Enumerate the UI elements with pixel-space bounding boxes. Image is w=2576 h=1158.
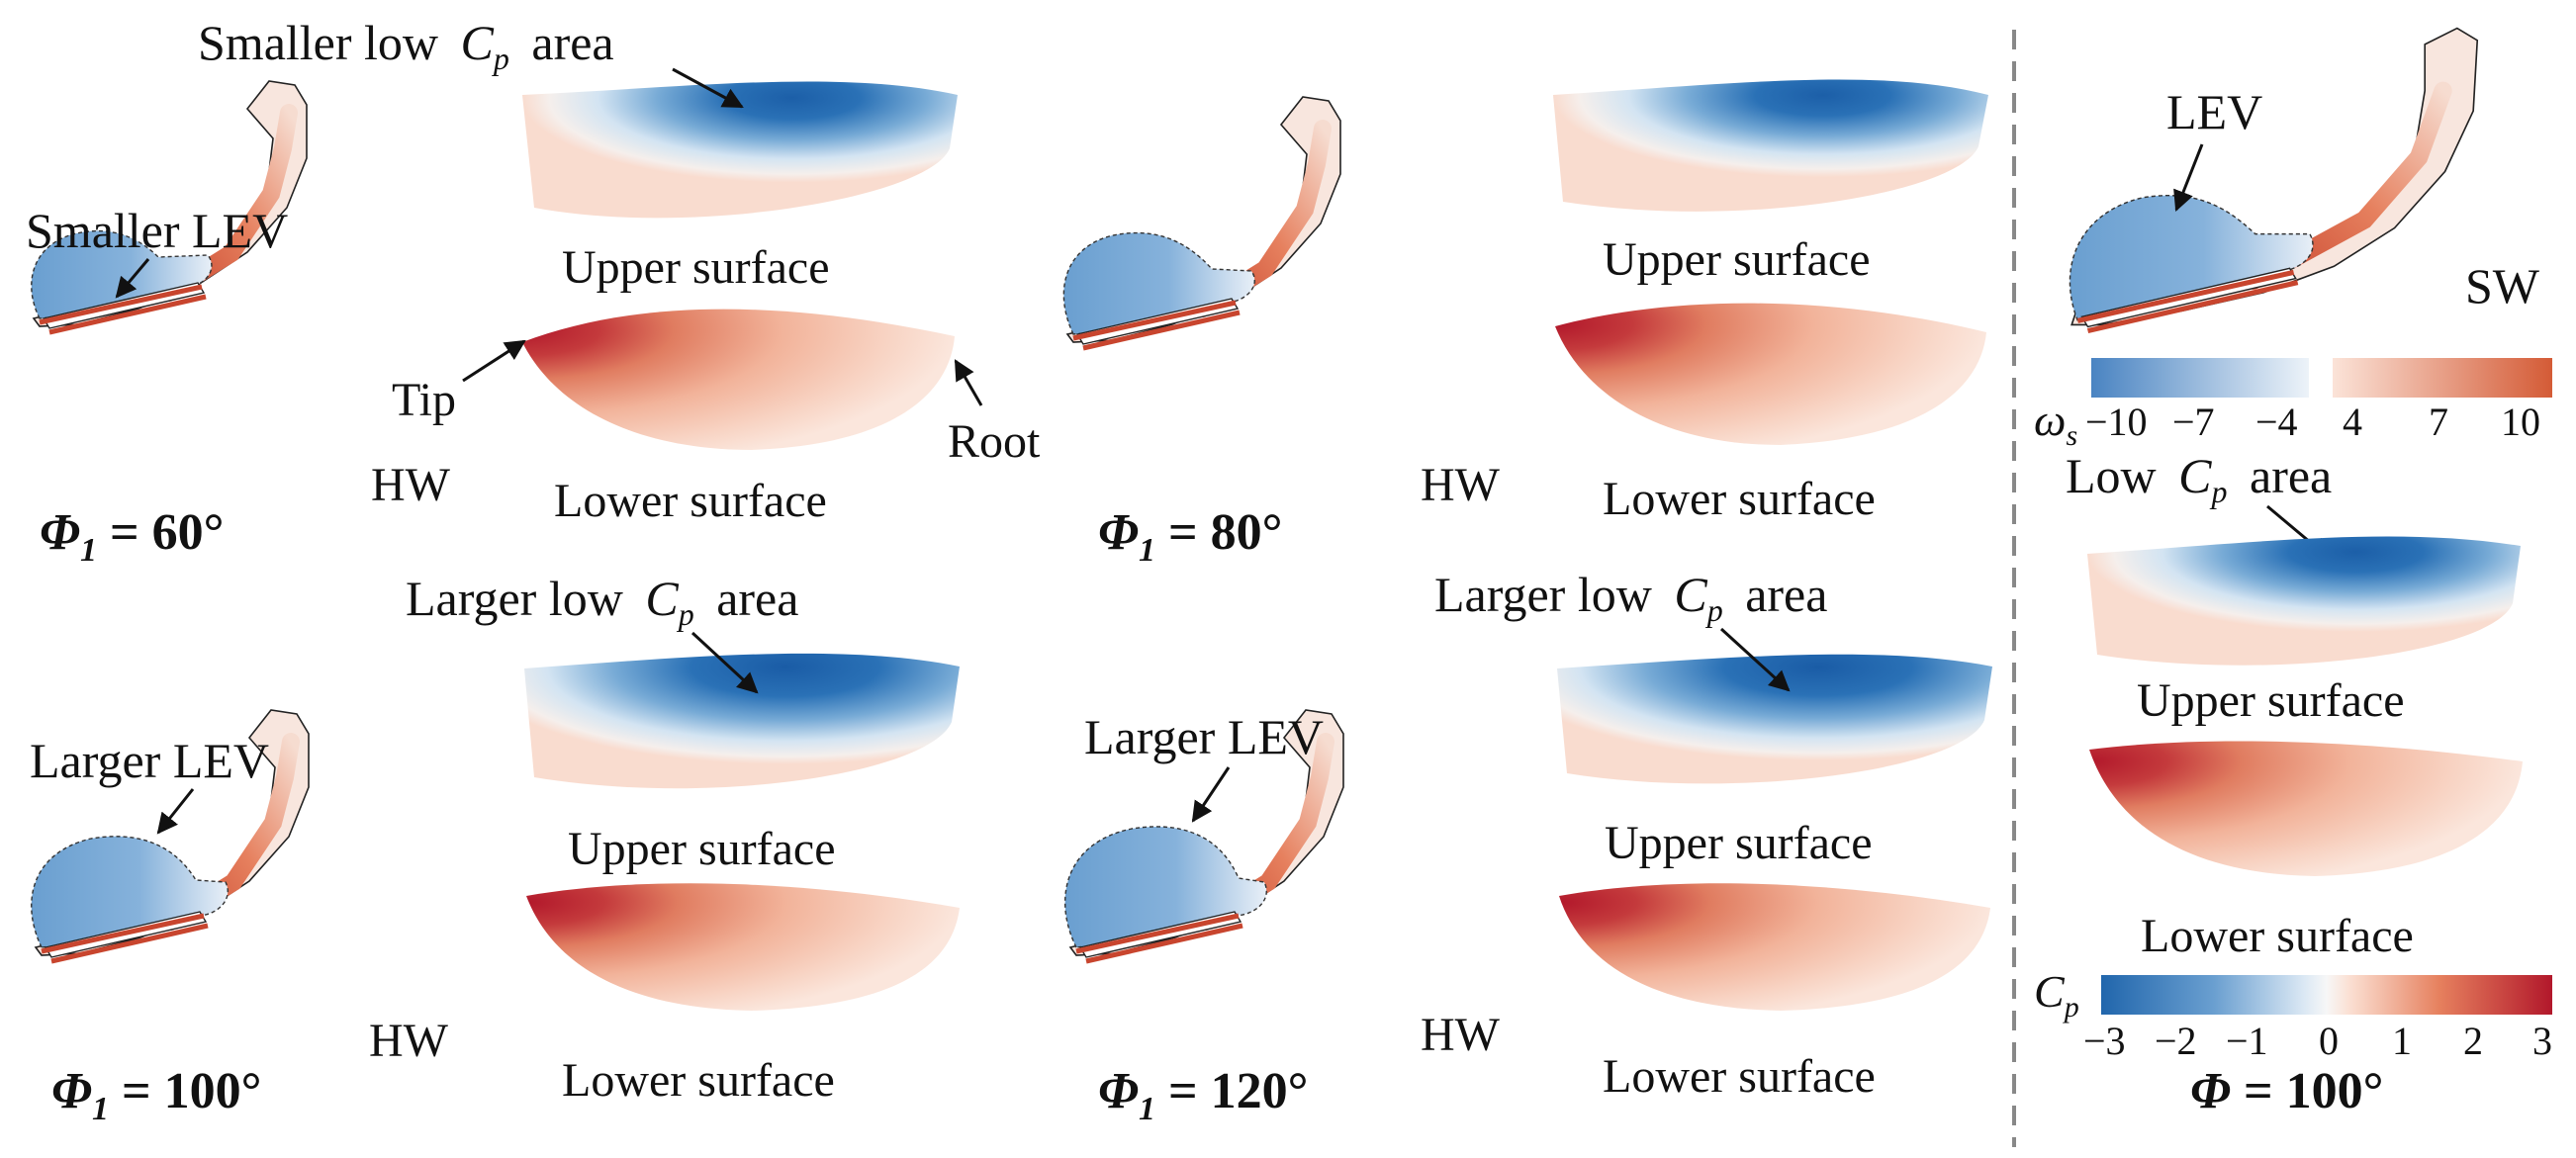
cp-bar xyxy=(2101,975,2552,1015)
vorticity-tick: 7 xyxy=(2429,400,2448,444)
upper-surface-label: Upper surface xyxy=(2137,674,2405,727)
panel-phi120: Larger low Cp area Larger LEV Upper surf… xyxy=(1064,567,1992,1127)
upper-surface-map xyxy=(522,81,958,219)
panel-phi80: Upper surface Lower surface HW Φ1 = 80° xyxy=(1062,79,1988,569)
sw-label: SW xyxy=(2465,258,2540,313)
vorticity-tick: 4 xyxy=(2343,400,2362,444)
cp-colorbar: Cp −3 −2 −1 0 1 2 3 xyxy=(2034,966,2552,1063)
callout-low-cp: Smaller low Cp area xyxy=(198,15,614,80)
callout-lev: Larger LEV xyxy=(1084,709,1324,764)
hw-label: HW xyxy=(371,459,451,511)
cp-tick: 1 xyxy=(2392,1019,2412,1063)
root-label: Root xyxy=(948,415,1041,468)
tip-label: Tip xyxy=(392,374,456,426)
upper-surface-map xyxy=(1553,79,1988,212)
vorticity-bar-negative xyxy=(2091,358,2309,398)
vorticity-tick: −4 xyxy=(2255,400,2298,444)
phi-label: Φ1 = 60° xyxy=(40,504,224,569)
hw-label: HW xyxy=(369,1015,449,1067)
panel-phi100: Larger low Cp area Larger LEV Upper surf… xyxy=(30,571,960,1127)
vorticity-symbol: ωs xyxy=(2034,395,2077,452)
panel-sw: LEV SW ωs −10 −7 −4 4 7 10 Low Cp area U… xyxy=(2034,27,2552,1119)
lower-surface-label: Lower surface xyxy=(1603,473,1876,525)
vorticity-colorbar: ωs −10 −7 −4 4 7 10 xyxy=(2034,358,2552,452)
arrow-callout-lev xyxy=(1191,766,1231,823)
phi-label: Φ1 = 80° xyxy=(1098,504,1282,569)
panel-phi60: Smaller low Cp area Smaller LEV Upper su… xyxy=(26,15,1041,569)
callout-lev: Smaller LEV xyxy=(26,203,288,258)
lower-surface-map xyxy=(2089,741,2523,876)
callout-low-cp: Larger low Cp area xyxy=(406,571,798,636)
upper-surface-label: Upper surface xyxy=(568,823,836,875)
phi-label: Φ1 = 120° xyxy=(1098,1063,1308,1127)
lower-surface-label: Lower surface xyxy=(554,475,827,527)
cp-tick: −2 xyxy=(2155,1019,2197,1063)
arrow-callout-lev xyxy=(156,788,195,835)
arrow-callout-cp xyxy=(672,67,744,109)
arrow-callout-cp xyxy=(690,631,759,694)
cp-tick: 3 xyxy=(2532,1019,2552,1063)
arrow-root xyxy=(954,359,983,406)
vorticity-tick: −7 xyxy=(2172,400,2215,444)
upper-surface-map xyxy=(524,653,960,789)
lower-surface-map xyxy=(522,309,955,450)
lev-cross-section xyxy=(1062,96,1341,351)
lev-cross-section xyxy=(31,80,308,335)
lower-surface-label: Lower surface xyxy=(2141,910,2414,962)
upper-surface-label: Upper surface xyxy=(562,241,830,294)
upper-surface-map xyxy=(2087,536,2521,666)
vorticity-tick: 10 xyxy=(2501,400,2540,444)
lower-surface-map xyxy=(1559,883,1990,1011)
cp-tick: −1 xyxy=(2226,1019,2268,1063)
cp-tick: 2 xyxy=(2463,1019,2483,1063)
phi-label: Φ = 100° xyxy=(2190,1063,2383,1119)
upper-surface-label: Upper surface xyxy=(1603,233,1871,286)
hw-label: HW xyxy=(1421,1009,1501,1061)
cp-symbol: Cp xyxy=(2034,966,2079,1024)
hw-label: HW xyxy=(1421,459,1501,511)
lev-cross-section xyxy=(31,709,310,964)
upper-surface-label: Upper surface xyxy=(1605,817,1873,869)
arrow-callout-cp xyxy=(1719,627,1791,692)
upper-surface-map xyxy=(1557,654,1992,784)
callout-low-cp: Low Cp area xyxy=(2066,448,2332,513)
lower-surface-map xyxy=(526,883,960,1011)
callout-lev: Larger LEV xyxy=(30,733,269,788)
arrow-callout-lev xyxy=(115,258,150,299)
callout-low-cp: Larger low Cp area xyxy=(1434,567,1827,632)
lower-surface-label: Lower surface xyxy=(562,1054,835,1107)
phi-label: Φ1 = 100° xyxy=(51,1063,261,1127)
lower-surface-map xyxy=(1555,303,1986,445)
cp-tick: 0 xyxy=(2319,1019,2339,1063)
arrow-tip xyxy=(462,339,526,383)
cp-tick: −3 xyxy=(2083,1019,2126,1063)
arrow-lev xyxy=(2173,143,2204,212)
lev-cross-section xyxy=(1064,709,1344,964)
lower-surface-label: Lower surface xyxy=(1603,1050,1876,1103)
vorticity-bar-positive xyxy=(2333,358,2552,398)
lev-cross-section xyxy=(2069,27,2479,334)
vorticity-tick: −10 xyxy=(2085,400,2148,444)
lev-label: LEV xyxy=(2166,84,2262,139)
